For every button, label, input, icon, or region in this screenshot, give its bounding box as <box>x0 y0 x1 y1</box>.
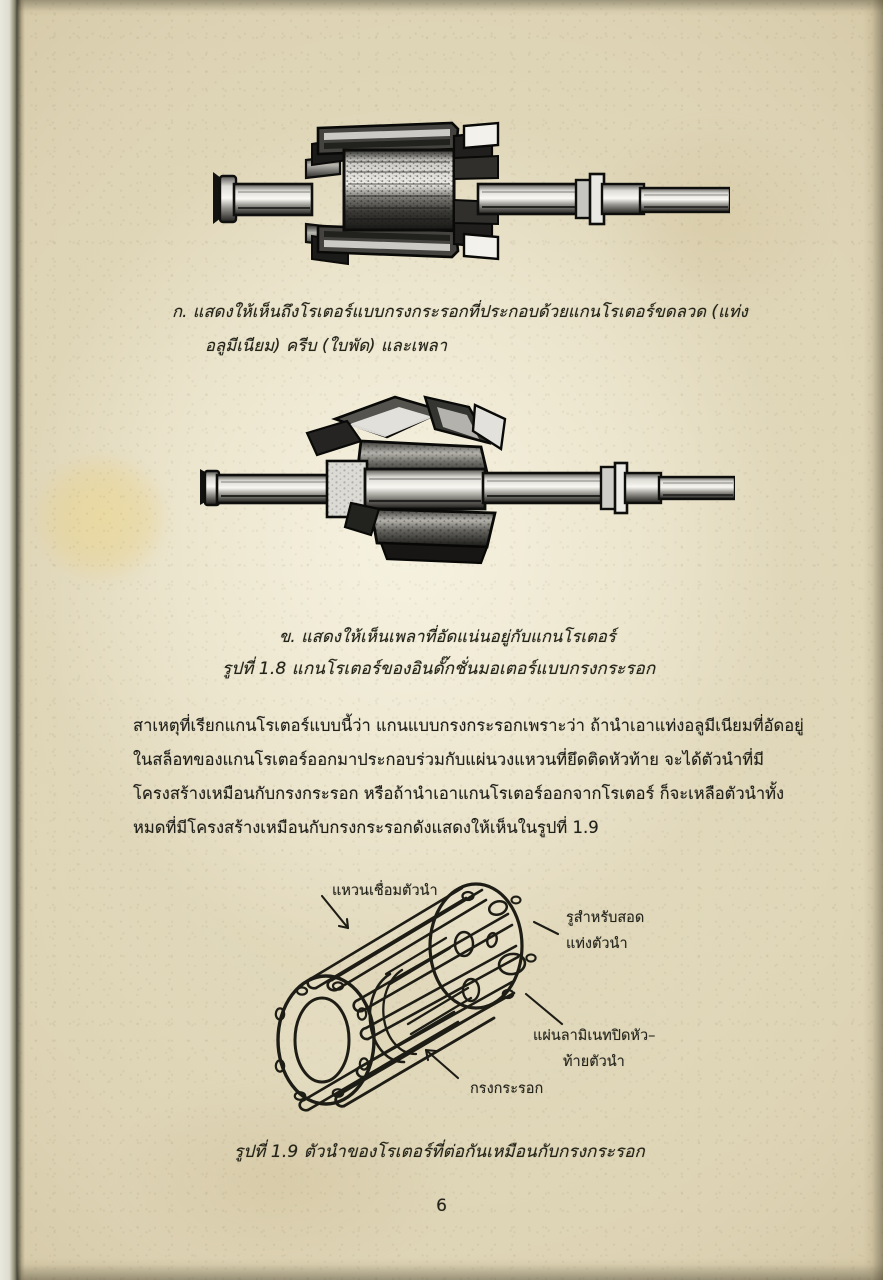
page-edge-top-shadow <box>0 0 883 16</box>
paper-stain-lower-left <box>120 1090 440 1270</box>
figure-1-9-label-connecting-ring: แหวนเชื่อมตัวนำ <box>332 883 438 899</box>
page-edge-right-shadow <box>863 0 883 1280</box>
rotor-photo-with-fins <box>178 100 730 280</box>
body-paragraph-line-3: โครงสร้างเหมือนกับกรงกระรอก หรือถ้านำเอา… <box>133 784 785 803</box>
body-paragraph-line-2: ในสล็อทของแกนโรเตอร์ออกมาประกอบร่วมกับแผ… <box>133 750 764 769</box>
page-edge-left-strip <box>0 0 17 1280</box>
paper-stain-upper-right <box>600 120 830 320</box>
figure-1-9-caption: รูปที่ 1.9 ตัวนำของโรเตอร์ที่ต่อกันเหมือ… <box>234 1142 645 1162</box>
figure-1-9-label-lamination-line2: ท้ายตัวนำ <box>563 1054 625 1070</box>
figure-1-9-label-conductor-hole-line2: แท่งตัวนำ <box>566 936 628 952</box>
rotor-photo-shaft-pressed <box>175 385 735 580</box>
page-number: 6 <box>436 1196 447 1216</box>
page-edge-bottom-shadow <box>0 1258 883 1280</box>
figure-1-9-label-squirrel-cage: กรงกระรอก <box>470 1081 544 1097</box>
page-gutter-shadow <box>17 0 25 1280</box>
figure-1-8-caption-a-line2: อลูมีเนียม) ครีบ (ใบพัด) และเพลา <box>205 336 448 355</box>
figure-1-9-label-lamination-line1: แผ่นลามิเนทปิดหัว– <box>533 1028 656 1044</box>
figure-1-8-caption-b-line1: ข. แสดงให้เห็นเพลาที่อัดแน่นอยู่กับแกนโร… <box>279 627 616 646</box>
paper-stain-yellow-left <box>36 455 166 580</box>
figure-1-8-caption-title: รูปที่ 1.8 แกนโรเตอร์ของอินดั๊กชั่นมอเตอ… <box>222 659 656 679</box>
body-paragraph-line-4: หมดที่มีโครงสร้างเหมือนกับกรงกระรอกดังแส… <box>133 818 599 837</box>
body-paragraph-line-1: สาเหตุที่เรียกแกนโรเตอร์แบบนี้ว่า แกนแบบ… <box>133 716 804 735</box>
squirrel-cage-rotor-conductor-diagram <box>240 878 580 1118</box>
figure-1-8-caption-a-line1: ก. แสดงให้เห็นถึงโรเตอร์แบบกรงกระรอกที่ป… <box>172 302 748 321</box>
figure-1-9-label-conductor-hole-line1: รูสำหรับสอด <box>566 910 645 926</box>
